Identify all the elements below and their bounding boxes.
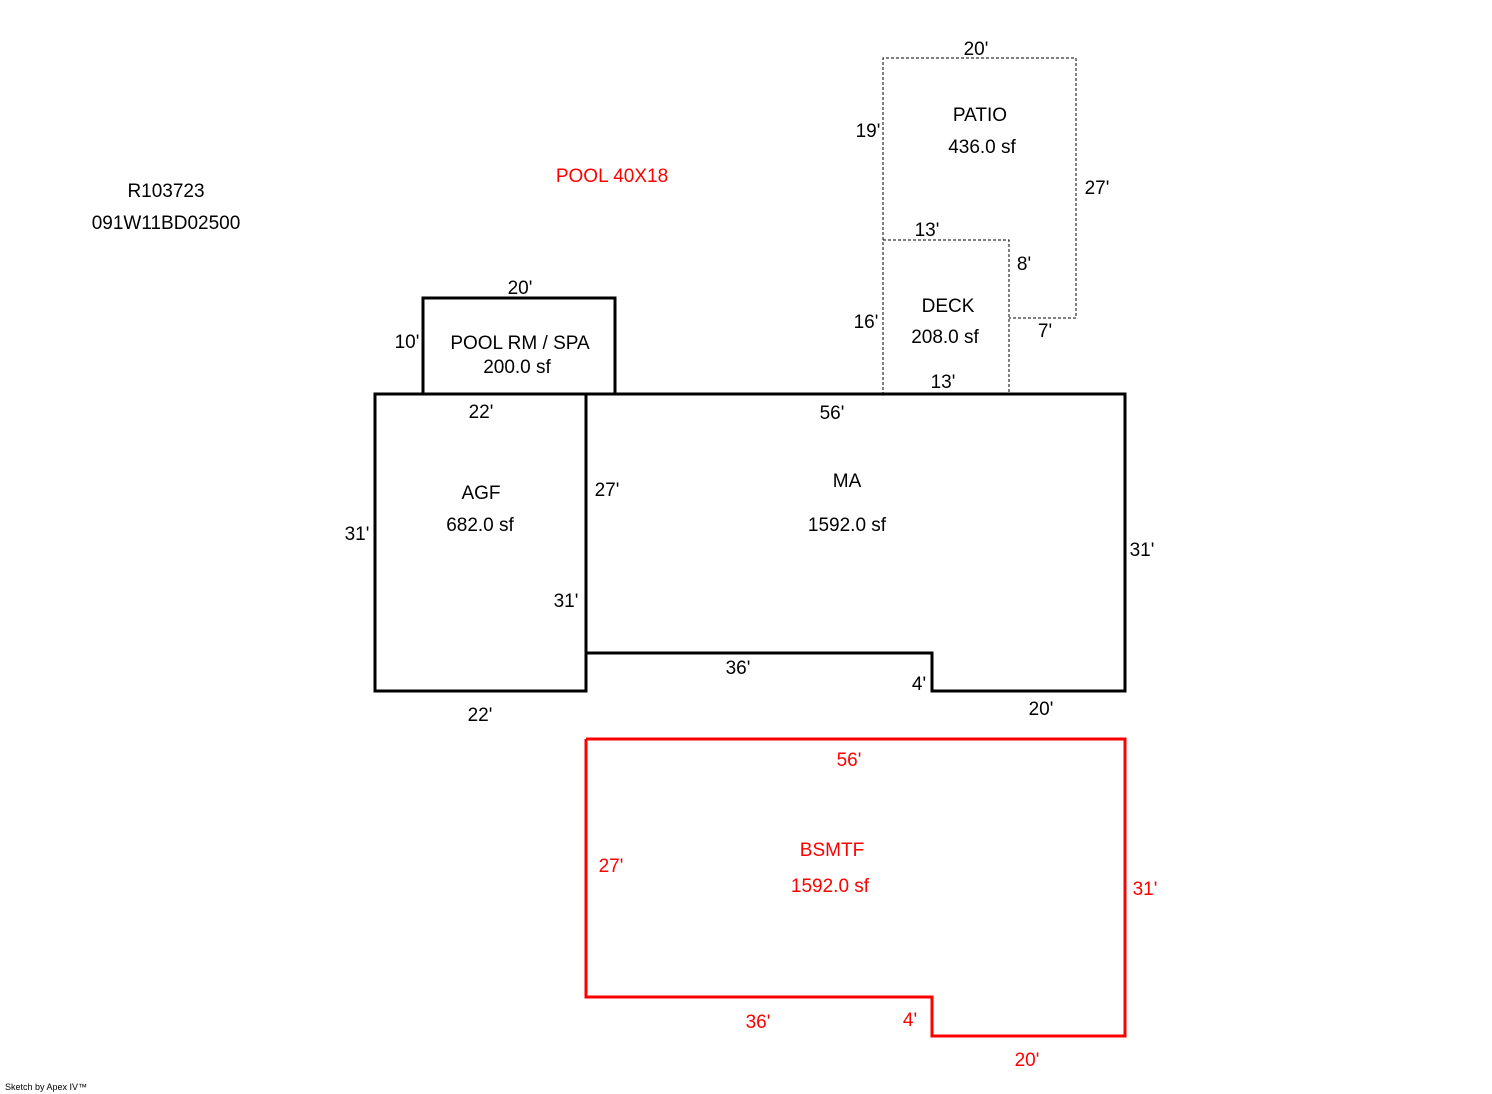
ma-dim-left: 27' bbox=[595, 480, 620, 501]
ma-label: MA bbox=[833, 471, 862, 492]
bsmtf-dim-left: 27' bbox=[599, 856, 624, 877]
patio-dim-right: 27' bbox=[1085, 178, 1110, 199]
patio-outline bbox=[882, 57, 1077, 319]
patio-area: 436.0 sf bbox=[948, 137, 1016, 158]
bsmtf-dim-step: 4' bbox=[903, 1010, 917, 1031]
agf-label: AGF bbox=[461, 483, 500, 504]
agf-dim-right: 31' bbox=[554, 591, 579, 612]
ma-area: 1592.0 sf bbox=[808, 515, 887, 536]
bsmtf-dim-bottom-short: 20' bbox=[1015, 1050, 1040, 1071]
pool-room-label: POOL RM / SPA bbox=[450, 333, 590, 354]
agf-dim-top: 22' bbox=[469, 402, 494, 423]
pool-room-outline bbox=[421, 296, 617, 394]
ma-dim-bottom-short: 20' bbox=[1029, 699, 1054, 720]
bsmtf-outline bbox=[584, 737, 1127, 1038]
agf-outline bbox=[373, 392, 588, 693]
deck-outline bbox=[882, 239, 1010, 395]
bsmtf-label: BSMTF bbox=[800, 840, 864, 861]
deck-area: 208.0 sf bbox=[911, 327, 979, 348]
pool-note: POOL 40X18 bbox=[556, 166, 668, 187]
agf-area: 682.0 sf bbox=[446, 515, 514, 536]
patio-dim-top: 20' bbox=[964, 39, 989, 60]
deck-label: DECK bbox=[922, 296, 975, 317]
pool-room-dim-left: 10' bbox=[395, 332, 420, 353]
patio-label: PATIO bbox=[953, 105, 1007, 126]
agf-dim-bottom: 22' bbox=[468, 705, 493, 726]
deck-dim-right: 8' bbox=[1017, 254, 1031, 275]
ma-dim-right: 31' bbox=[1130, 540, 1155, 561]
ma-dim-bottom-long: 36' bbox=[726, 658, 751, 679]
pool-room-area: 200.0 sf bbox=[483, 357, 551, 378]
pool-room-dim-top: 20' bbox=[508, 278, 533, 299]
bsmtf-dim-top: 56' bbox=[837, 750, 862, 771]
parcel-number: 091W11BD02500 bbox=[92, 213, 241, 234]
deck-dim-top: 13' bbox=[915, 220, 940, 241]
deck-dim-left: 16' bbox=[854, 312, 879, 333]
bsmtf-area: 1592.0 sf bbox=[791, 876, 870, 897]
ma-outline bbox=[586, 392, 1127, 693]
ma-dim-top: 56' bbox=[820, 403, 845, 424]
patio-dim-left: 19' bbox=[856, 121, 881, 142]
sketch-credit: Sketch by Apex IV™ bbox=[5, 1082, 87, 1092]
bsmtf-dim-right: 31' bbox=[1133, 879, 1158, 900]
patio-dim-bottom: 7' bbox=[1038, 321, 1052, 342]
parcel-id: R103723 bbox=[127, 181, 204, 202]
deck-dim-bottom: 13' bbox=[931, 372, 956, 393]
agf-dim-left: 31' bbox=[345, 524, 370, 545]
ma-dim-step: 4' bbox=[912, 674, 926, 695]
bsmtf-dim-bottom-long: 36' bbox=[746, 1012, 771, 1033]
